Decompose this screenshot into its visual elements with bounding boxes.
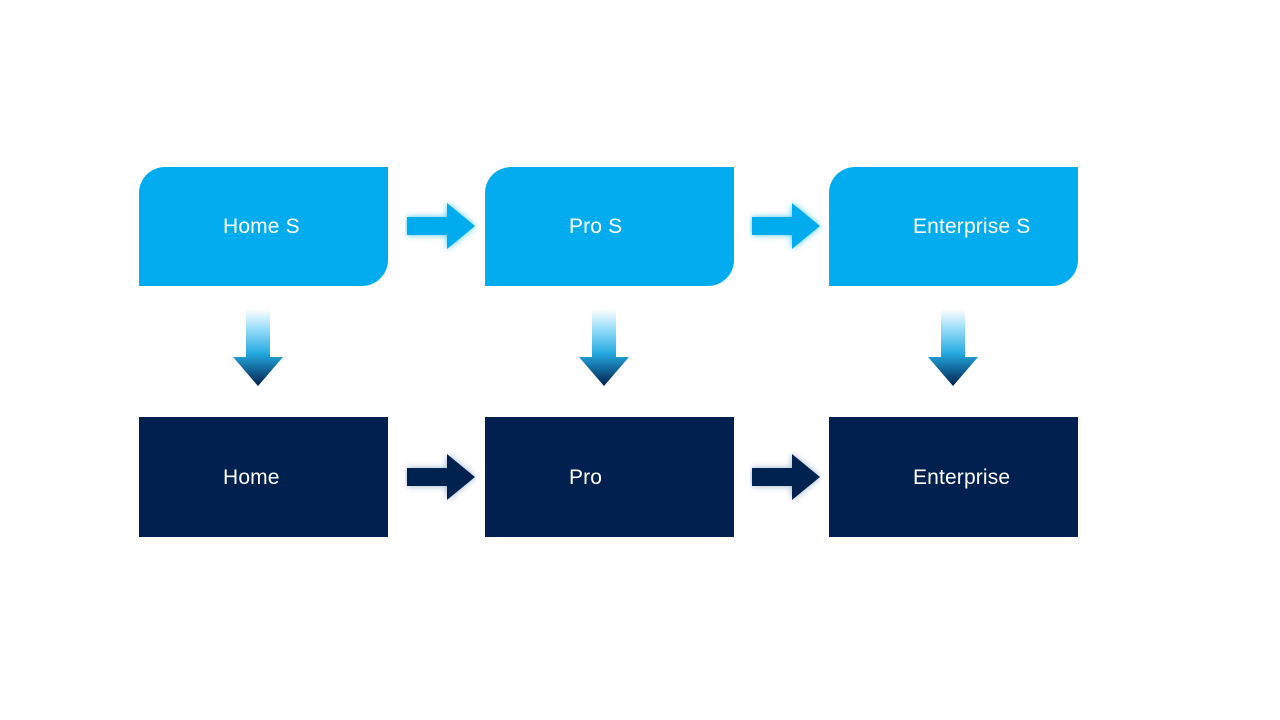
node-home-s-label: Home S	[223, 215, 300, 238]
node-pro-s-label: Pro S	[569, 215, 623, 238]
arrow-home-to-pro	[405, 449, 477, 505]
arrow-pro-s-to-enterprise-s	[750, 198, 822, 254]
node-pro-label: Pro	[569, 465, 603, 489]
node-home[interactable]: Home	[139, 417, 388, 537]
arrow-pro-s-to-pro	[578, 308, 630, 388]
node-enterprise-s-label: Enterprise S	[913, 215, 1031, 238]
node-pro-s[interactable]: Pro S	[485, 167, 734, 286]
node-home-s[interactable]: Home S	[139, 167, 388, 286]
node-enterprise-label: Enterprise	[913, 465, 1011, 489]
node-pro[interactable]: Pro	[485, 417, 734, 537]
arrow-pro-to-enterprise	[750, 449, 822, 505]
arrow-home-s-to-home	[232, 308, 284, 388]
arrow-enterprise-s-to-enterprise	[927, 308, 979, 388]
node-enterprise[interactable]: Enterprise	[829, 417, 1078, 537]
node-home-label: Home	[223, 465, 280, 489]
arrow-home-s-to-pro-s	[405, 198, 477, 254]
node-enterprise-s[interactable]: Enterprise S	[829, 167, 1078, 286]
